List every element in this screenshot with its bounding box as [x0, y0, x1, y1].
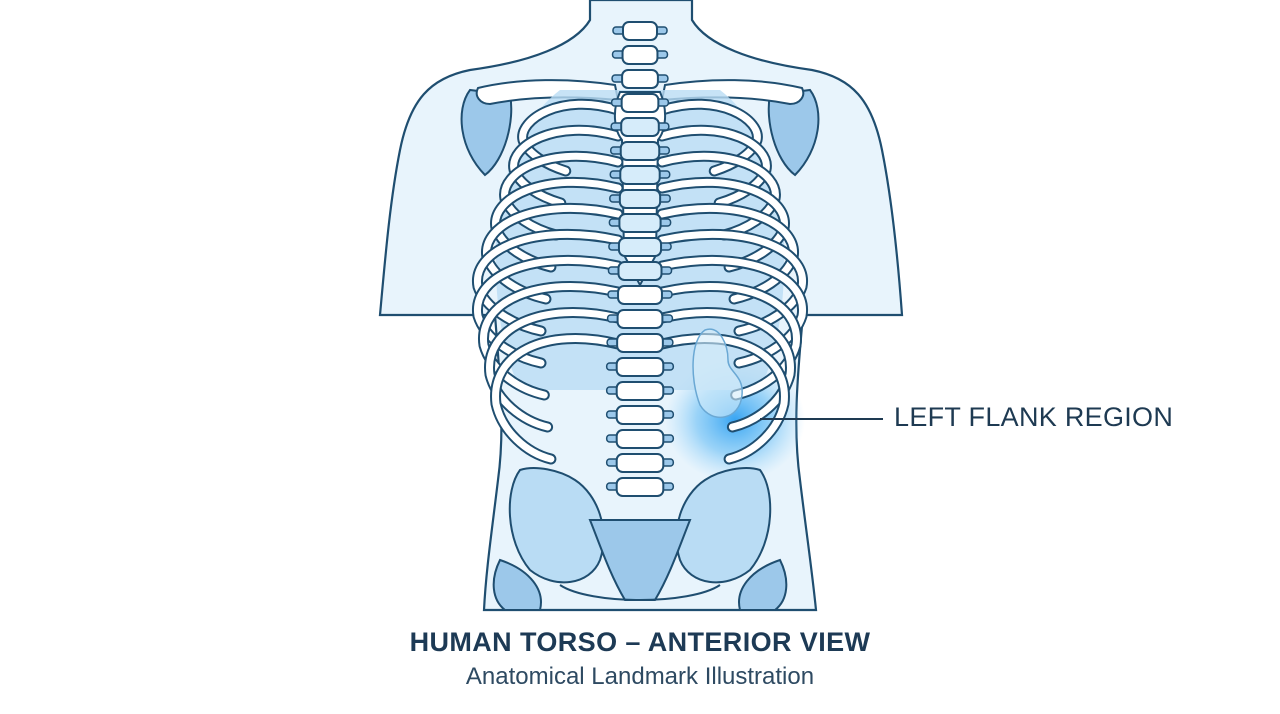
rib-right-fill — [658, 204, 797, 303]
rib-right-fill — [658, 282, 800, 399]
vertebra — [616, 309, 664, 329]
vertebra — [618, 189, 662, 209]
vertebra — [615, 429, 665, 449]
vertebra — [621, 45, 659, 65]
rib-left-fill — [474, 256, 622, 367]
rib-left-fill — [510, 126, 622, 207]
vertebra — [615, 405, 665, 425]
pelvis-left — [508, 467, 605, 584]
kidney-outline — [692, 328, 743, 419]
vertebra — [615, 357, 665, 377]
rib-right-fill — [658, 230, 806, 335]
vertebra — [617, 285, 663, 305]
vertebra — [615, 381, 665, 401]
vertebra — [617, 237, 663, 257]
rib-left-fill — [501, 152, 622, 239]
vertebra — [620, 117, 660, 137]
rib-left-fill — [492, 335, 622, 463]
rib-left-fill — [486, 308, 622, 431]
vertebra — [619, 141, 661, 161]
vertebra — [619, 165, 661, 185]
hip-right — [738, 558, 788, 611]
vertebra — [615, 477, 665, 497]
vertebra — [617, 261, 663, 281]
rib-left-fill — [483, 204, 622, 303]
scapula-right — [767, 88, 820, 177]
spine — [605, 21, 675, 497]
rib-left-fill — [474, 230, 622, 335]
rib-left-fill — [492, 178, 622, 271]
ribs — [472, 98, 808, 465]
figure-title: HUMAN TORSO – ANTERIOR VIEW — [409, 627, 871, 657]
vertebra — [616, 333, 664, 353]
rib-left-fill — [480, 282, 622, 399]
vertebra — [615, 453, 665, 473]
vertebra — [622, 21, 658, 41]
vertebra — [621, 69, 659, 89]
vertebra — [620, 93, 660, 113]
pelvis-right — [675, 467, 772, 584]
scapula-left — [460, 88, 513, 177]
figure-subtitle: Anatomical Landmark Illustration — [465, 663, 815, 690]
rib-right-fill — [658, 308, 794, 431]
pubic-arch — [559, 584, 721, 601]
rib-right-fill — [658, 256, 806, 367]
rib-right-fill — [658, 178, 788, 271]
callout-label-left-flank: LEFT FLANK REGION — [894, 402, 1174, 432]
rib-right-fill — [658, 152, 779, 239]
rib-right-fill — [658, 126, 770, 207]
vertebra — [618, 213, 662, 233]
hip-left — [492, 558, 542, 611]
